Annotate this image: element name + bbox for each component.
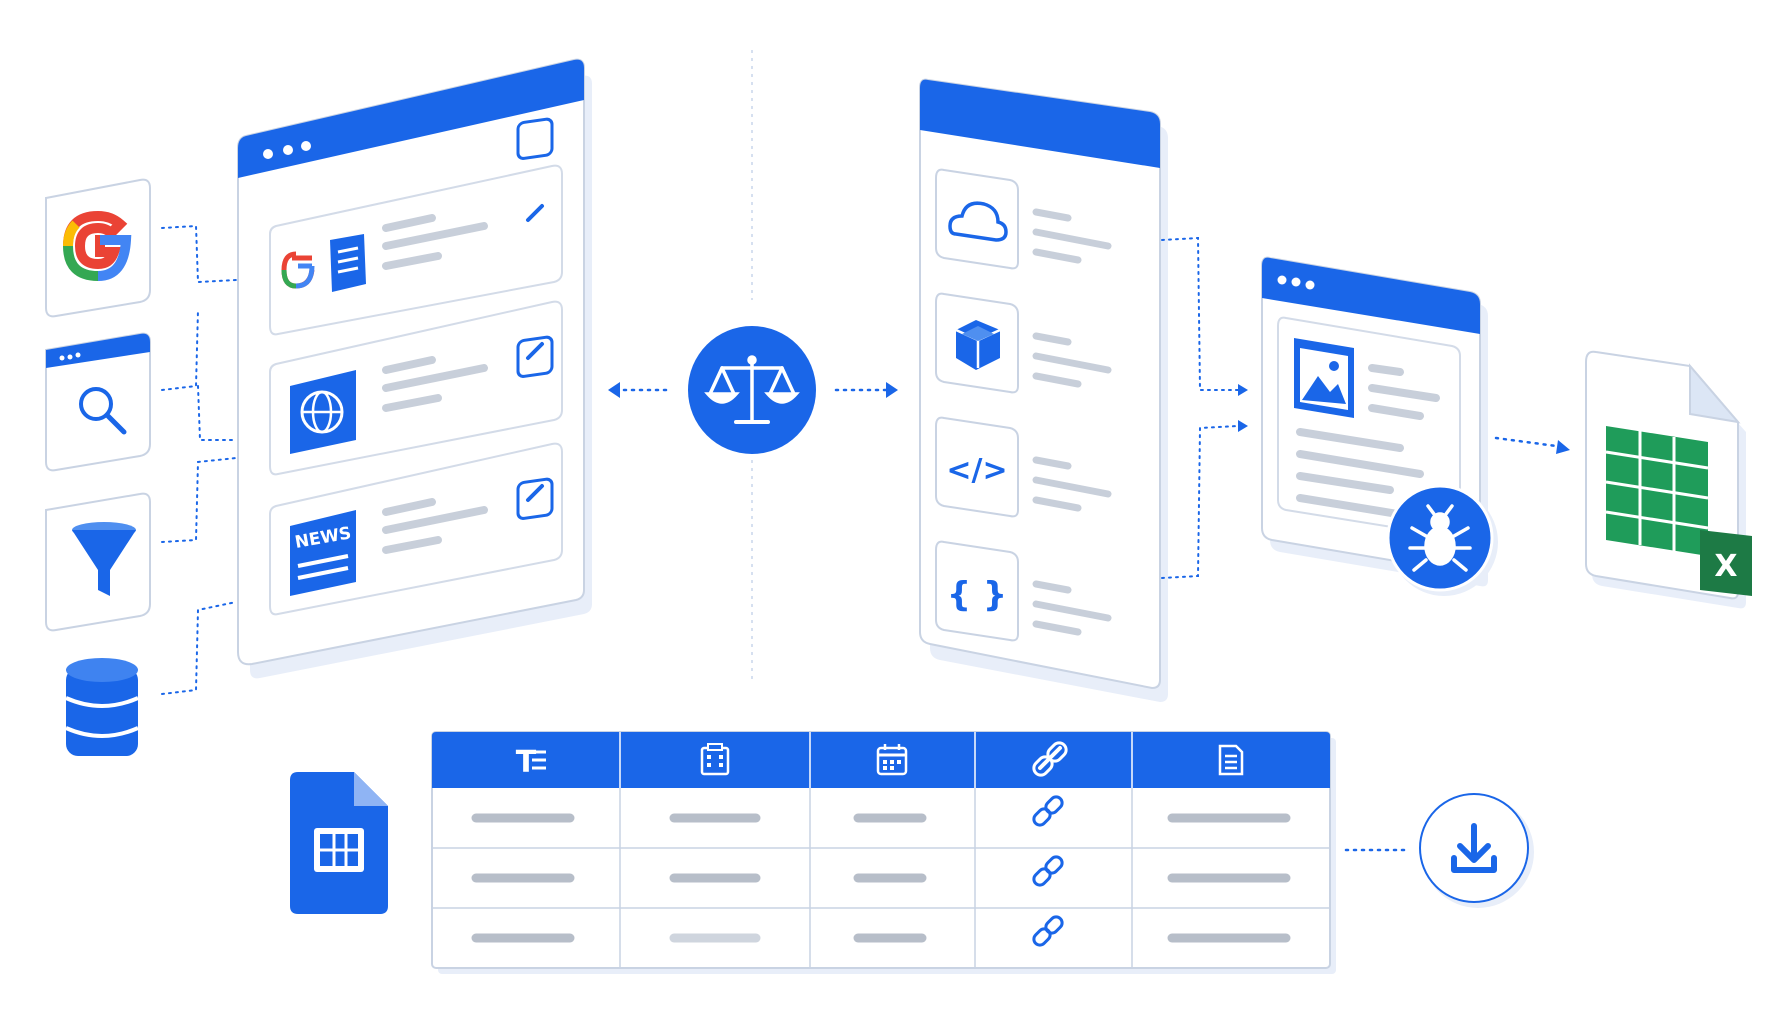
format-cloud-item[interactable] <box>935 168 1112 270</box>
arrow-to-scraper-bottom <box>1238 420 1248 432</box>
sheet-grid-icon <box>314 828 364 872</box>
funnel-filter-icon <box>72 522 136 596</box>
format-code-item[interactable]: </> <box>935 416 1112 518</box>
source-funnel-card[interactable] <box>45 492 151 632</box>
item-text-lines <box>1032 332 1112 388</box>
google-icon <box>63 210 132 281</box>
document-icon[interactable] <box>1218 744 1244 776</box>
arrow-to-scraper-top <box>1238 384 1248 396</box>
globe-icon <box>290 370 356 454</box>
arrow-right <box>886 382 898 398</box>
item-text-lines <box>1032 456 1112 512</box>
item-text-lines <box>1032 208 1112 264</box>
scraper-bug-badge[interactable] <box>1386 484 1498 596</box>
cloud-icon <box>948 201 1008 242</box>
cube-icon <box>955 320 1001 370</box>
source-connectors <box>161 224 237 695</box>
building-icon[interactable] <box>700 743 730 776</box>
svg-text:</>: </> <box>946 453 1007 488</box>
data-formats-window: </> { } <box>919 78 1168 702</box>
card-text-lines <box>382 356 488 412</box>
item-text-lines <box>1032 580 1112 636</box>
row-link-icons[interactable] <box>1031 794 1064 947</box>
extracted-data-table: T <box>431 731 1336 974</box>
browser-search-icon <box>79 387 127 435</box>
google-docs-icon <box>281 234 366 292</box>
formats-connectors <box>1161 236 1239 579</box>
download-button[interactable] <box>1419 793 1534 908</box>
text-format-icon[interactable]: T <box>516 745 546 780</box>
database-icon <box>65 658 139 756</box>
link-icon[interactable] <box>516 335 554 378</box>
result-card-google-docs[interactable] <box>269 117 563 336</box>
scraper-window <box>1261 256 1488 587</box>
window-dots <box>263 141 311 159</box>
card-text-lines <box>382 214 488 270</box>
link-icon[interactable] <box>516 477 554 520</box>
scraped-text-lines <box>1296 364 1440 520</box>
image-icon <box>1294 338 1354 418</box>
link-icon[interactable] <box>1031 914 1064 947</box>
excel-file[interactable]: X <box>1585 350 1752 609</box>
link-icon[interactable] <box>516 117 554 222</box>
balance-scale-button[interactable] <box>688 326 816 454</box>
result-card-news[interactable]: NEWS <box>269 442 563 616</box>
link-icon[interactable] <box>1031 854 1064 887</box>
code-tag-icon: </> <box>946 453 1007 488</box>
google-sheets-file[interactable] <box>290 772 388 914</box>
arrow-left <box>608 382 620 398</box>
link-icon[interactable] <box>1031 794 1064 827</box>
spreadsheet-grid-icon <box>1605 426 1709 556</box>
balance-scale-icon <box>704 355 800 424</box>
calendar-icon[interactable] <box>876 744 908 776</box>
excel-badge: X <box>1700 530 1752 596</box>
scraper-to-excel-connector <box>1494 436 1570 454</box>
source-browser-search-card[interactable] <box>45 332 151 472</box>
bug-icon <box>1408 504 1472 572</box>
svg-text:X: X <box>1714 549 1737 584</box>
format-json-item[interactable]: { } <box>935 540 1112 642</box>
link-icon[interactable] <box>1031 740 1069 778</box>
card-text-lines <box>382 498 488 554</box>
source-database[interactable] <box>65 658 139 756</box>
result-card-globe[interactable] <box>269 300 563 476</box>
svg-text:{ }: { } <box>947 575 1007 615</box>
json-braces-icon: { } <box>947 575 1007 615</box>
format-cube-item[interactable] <box>935 292 1112 394</box>
news-icon: NEWS <box>290 510 356 596</box>
svg-text:T: T <box>516 745 537 780</box>
source-google-card[interactable] <box>45 178 151 318</box>
search-results-window: NEWS <box>237 58 592 679</box>
download-icon <box>1451 823 1497 873</box>
